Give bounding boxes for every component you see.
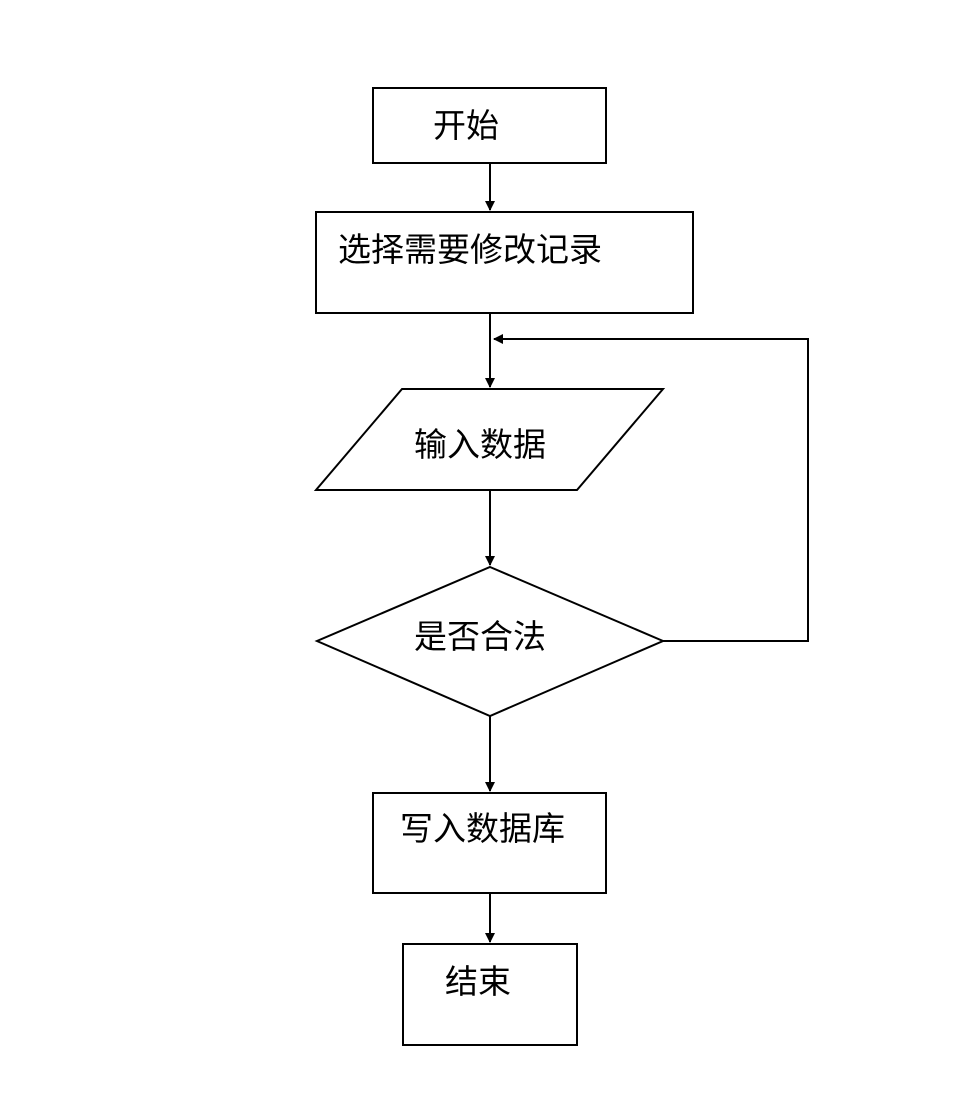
loop-back-connector xyxy=(493,334,809,642)
start-box xyxy=(372,87,607,164)
end-box xyxy=(402,943,578,1046)
input-label: 输入数据 xyxy=(414,425,546,464)
select-node: 选择需要修改记录 xyxy=(315,211,694,314)
input-node: 输入数据 xyxy=(313,388,666,491)
end-label: 结束 xyxy=(445,962,511,1001)
select-label: 选择需要修改记录 xyxy=(338,230,602,269)
write-label: 写入数据库 xyxy=(400,809,565,848)
start-node: 开始 xyxy=(372,87,607,164)
decision-node: 是否合法 xyxy=(314,565,666,718)
end-node: 结束 xyxy=(402,943,578,1046)
decision-label: 是否合法 xyxy=(414,617,546,656)
write-node: 写入数据库 xyxy=(372,792,607,894)
input-parallelogram xyxy=(313,388,666,491)
start-label: 开始 xyxy=(433,106,499,145)
write-box xyxy=(372,792,607,894)
select-box xyxy=(315,211,694,314)
